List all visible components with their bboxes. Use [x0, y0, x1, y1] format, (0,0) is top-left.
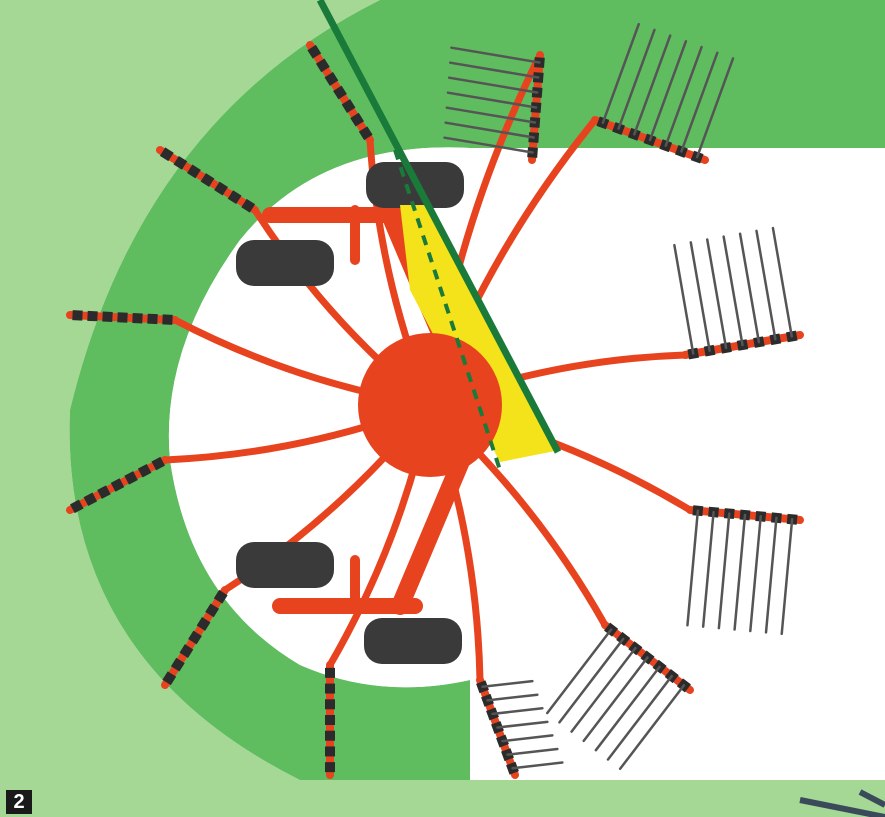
figure-number-label: 2: [6, 790, 32, 814]
tine-holder: [132, 313, 142, 323]
tine-holder: [87, 311, 97, 321]
chassis-wheel: [236, 240, 334, 286]
tine-holder: [102, 312, 112, 322]
tine-holder: [147, 314, 157, 324]
tine-holder: [117, 312, 127, 322]
chassis-wheel: [364, 618, 462, 664]
tine-holder: [325, 731, 335, 741]
tine-holder: [325, 684, 335, 694]
tine-holder: [325, 746, 335, 756]
tine-holder: [325, 762, 335, 772]
chassis-wheel: [236, 542, 334, 588]
tine-holder: [325, 668, 335, 678]
tine-holder: [162, 314, 172, 324]
tine-holder: [325, 715, 335, 725]
tine-holder: [325, 699, 335, 709]
tine-holder: [72, 310, 82, 320]
rotor-hub: [358, 333, 502, 477]
